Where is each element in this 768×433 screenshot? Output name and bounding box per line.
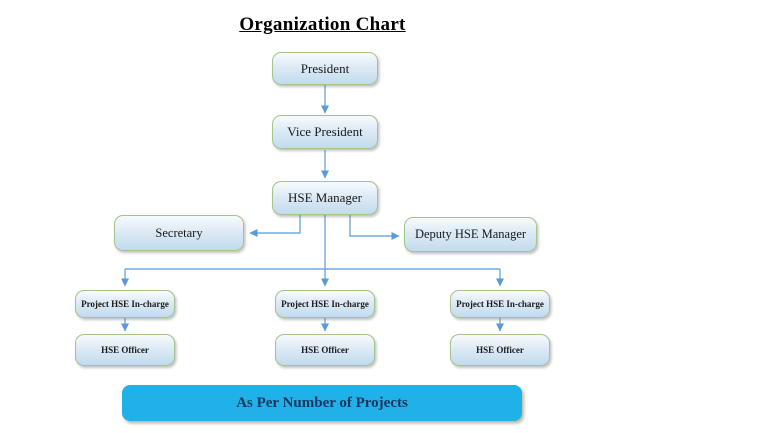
node-vice-president: Vice President xyxy=(272,115,378,149)
node-hse-officer-1: HSE Officer xyxy=(75,334,175,366)
node-project-hse-incharge-1-label: Project HSE In-charge xyxy=(81,299,169,309)
node-secretary-label: Secretary xyxy=(155,225,203,240)
projects-banner: As Per Number of Projects xyxy=(122,385,522,421)
node-secretary: Secretary xyxy=(114,215,244,251)
arrow-hse-manager-to-secretary xyxy=(249,215,301,237)
node-hse-officer-3-label: HSE Officer xyxy=(476,345,524,355)
node-hse-manager: HSE Manager xyxy=(272,181,378,215)
projects-banner-label: As Per Number of Projects xyxy=(236,394,408,411)
node-deputy-hse-manager: Deputy HSE Manager xyxy=(404,217,537,252)
node-vice-president-label: Vice President xyxy=(287,124,363,139)
node-president: President xyxy=(272,52,378,85)
node-project-hse-incharge-2-label: Project HSE In-charge xyxy=(281,299,369,309)
node-president-label: President xyxy=(300,60,350,76)
node-hse-officer-2: HSE Officer xyxy=(275,334,375,366)
node-project-hse-incharge-3: Project HSE In-charge xyxy=(450,290,550,318)
node-project-hse-incharge-3-label: Project HSE In-charge xyxy=(456,299,544,309)
node-project-hse-incharge-2: Project HSE In-charge xyxy=(275,290,375,318)
node-project-hse-incharge-1: Project HSE In-charge xyxy=(75,290,175,318)
node-hse-officer-3: HSE Officer xyxy=(450,334,550,366)
node-hse-officer-1-label: HSE Officer xyxy=(101,345,149,355)
arrow-hse-manager-to-deputy xyxy=(349,215,400,240)
node-hse-officer-2-label: HSE Officer xyxy=(301,345,349,355)
node-deputy-hse-manager-label: Deputy HSE Manager xyxy=(414,227,527,241)
page-title: Organization Chart xyxy=(239,14,406,35)
node-hse-manager-label: HSE Manager xyxy=(287,190,362,205)
